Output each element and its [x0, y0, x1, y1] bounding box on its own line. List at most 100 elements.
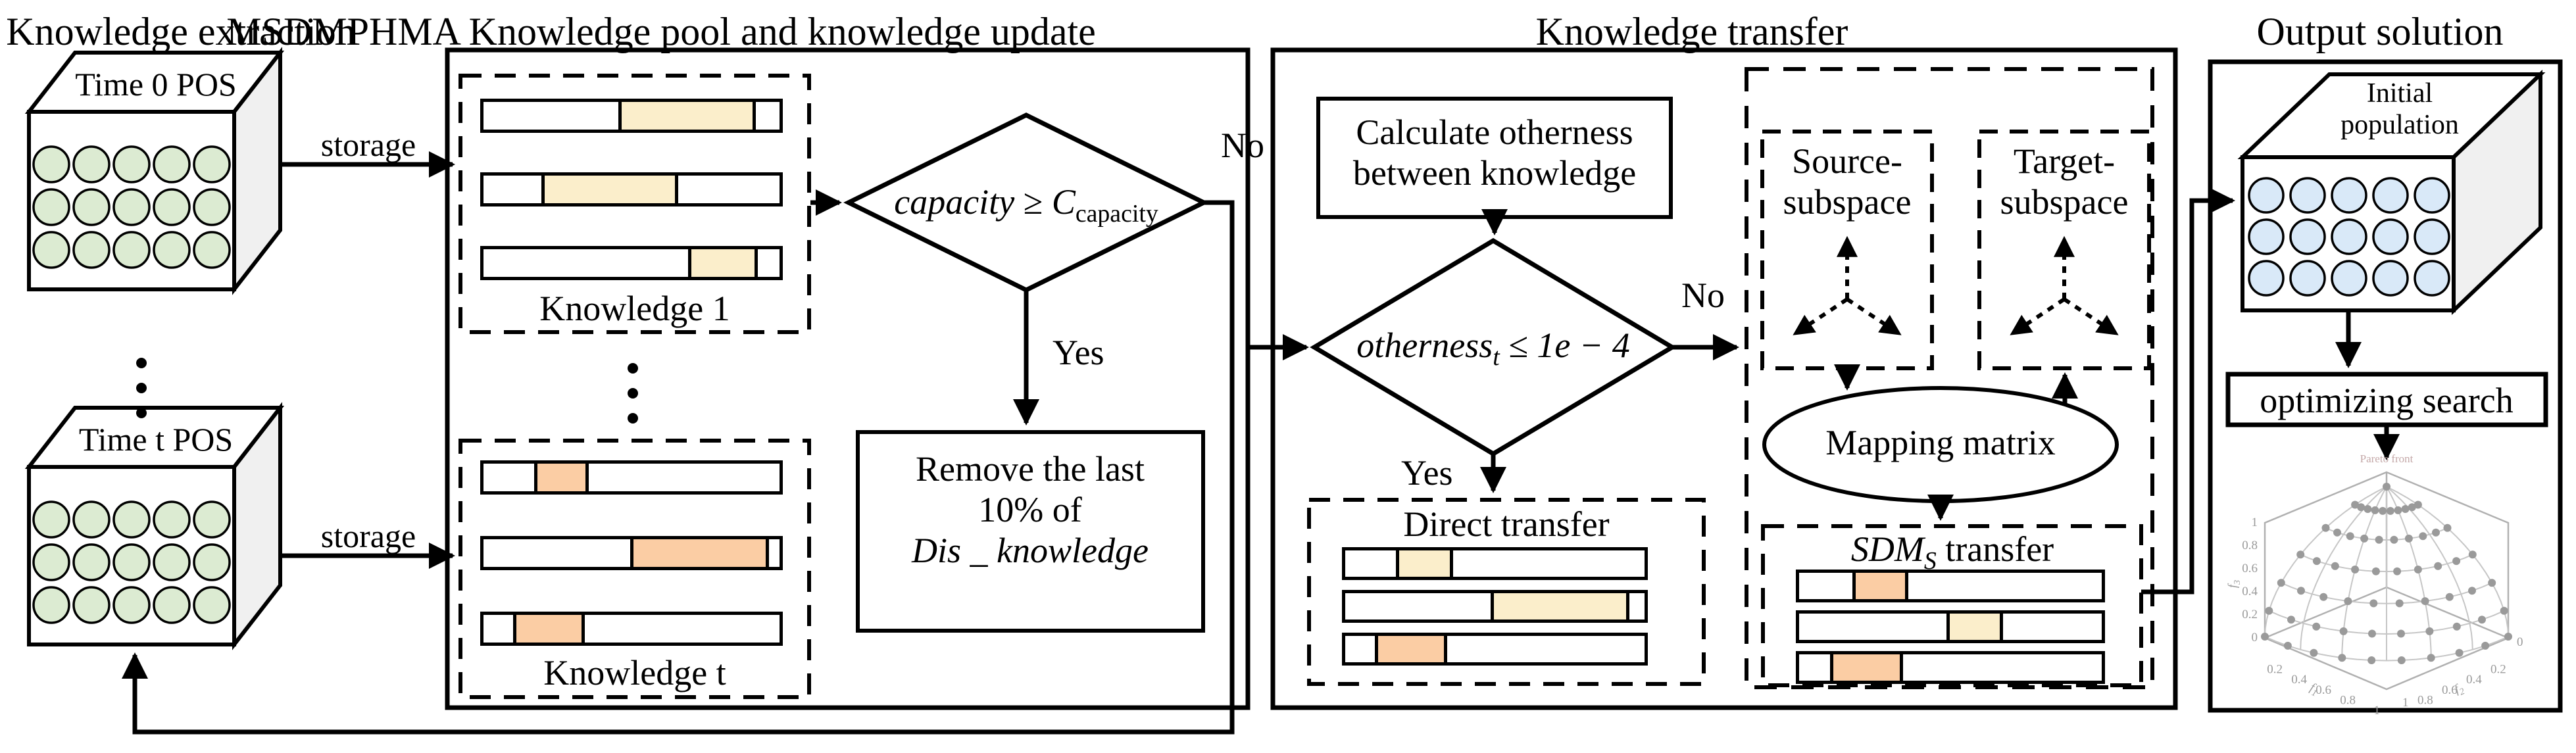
bar-segment [1905, 573, 2102, 599]
bar-segment [483, 249, 688, 277]
source-subspace-label: Source- subspace [1765, 141, 1929, 222]
otherness-yes-label: Yes [1401, 453, 1453, 493]
initial-line-1: Initial [2366, 78, 2433, 109]
pool-ellipsis-icon [628, 363, 638, 424]
otherness-lhs: otherness [1356, 326, 1493, 365]
svg-text:0.6: 0.6 [2442, 683, 2458, 697]
bar-segment [1491, 593, 1627, 619]
remove-line-3: Dis _ knowledge [912, 531, 1149, 571]
initial-line-2: population [2341, 110, 2459, 141]
remove-box [856, 430, 1205, 633]
knowledget-dashed-box [458, 439, 811, 699]
target-subspace-axes-icon [2010, 235, 2119, 336]
knowledge1-bar-2 [480, 172, 783, 206]
source-line-2: subspace [1783, 182, 1912, 222]
svg-text:0: 0 [2252, 631, 2258, 644]
pareto-axis-ticks: 10.80.60.40.200.20.40.60.810.20.40.60.80… [2226, 516, 2523, 717]
svg-text:1: 1 [2374, 704, 2381, 717]
pool-section-title: MSDMPHMA Knowledge pool and knowledge up… [226, 10, 1096, 53]
timet-pos-cube [24, 402, 285, 650]
timet-population-circles [32, 500, 231, 624]
bar-segment [1799, 614, 1947, 640]
bar-segment [513, 615, 582, 643]
storage-label-top: storage [320, 126, 416, 163]
bar-segment [1946, 614, 2000, 640]
sdm-bar-1 [1796, 570, 2105, 602]
sdm-name: SDM [1850, 529, 1924, 569]
bar-segment [585, 464, 780, 491]
capacity-op: ≥ [1014, 182, 1052, 222]
pareto-plot-title: Pareto front [2360, 452, 2414, 465]
svg-text:0.2: 0.2 [2490, 663, 2506, 677]
svg-text:1: 1 [2252, 516, 2258, 529]
bar-segment [687, 249, 755, 277]
bar-segment [1852, 573, 1906, 599]
target-line-1: Target- [2013, 141, 2116, 181]
capacity-no-label: No [1221, 126, 1264, 165]
bar-segment [1899, 654, 2102, 681]
bar-segment [1626, 593, 1645, 619]
pareto-front-scatter [2261, 483, 2512, 664]
direct-bar-1 [1342, 547, 1648, 580]
optimizing-search-box [2225, 372, 2548, 427]
calc-line-1: Calculate otherness [1356, 112, 1633, 152]
capacity-var-sub: capacity [1075, 199, 1158, 228]
sdm-bar-3 [1796, 651, 2105, 684]
bar-segment [1345, 550, 1397, 577]
knowledget-bar-3 [480, 612, 783, 646]
optimizing-search-label: optimizing search [2260, 381, 2514, 420]
svg-text:0: 0 [2517, 635, 2523, 649]
target-subspace-dashed-box [1977, 130, 2151, 370]
calc-otherness-text: Calculate otherness between knowledge [1324, 112, 1666, 193]
mapping-matrix-label: Mapping matrix [1825, 423, 2056, 462]
otherness-diamond-text: othernesst ≤ 1e − 4 [1356, 325, 1630, 372]
svg-text:0.4: 0.4 [2466, 673, 2482, 687]
bar-segment [483, 102, 619, 130]
transfer-section-box [1270, 47, 2178, 710]
capacity-diamond-text: capacity ≥ Ccapacity [894, 182, 1158, 228]
direct-bar-3 [1342, 633, 1648, 666]
svg-text:0.2: 0.2 [2267, 663, 2283, 677]
bar-segment [483, 176, 542, 203]
bar-segment [1999, 614, 2102, 640]
cubes-ellipsis-icon [136, 358, 147, 418]
bar-segment [1829, 654, 1900, 681]
sdm-to-output-path [2141, 187, 2235, 595]
svg-text:1: 1 [2402, 696, 2409, 710]
bar-segment [541, 176, 676, 203]
svg-text:0.2: 0.2 [2242, 608, 2258, 621]
timet-cube-label: Time t POS [78, 421, 234, 458]
bar-segment [755, 249, 780, 277]
bar-segment [483, 615, 513, 643]
bar-segment [766, 539, 780, 567]
knowledget-bar-1 [480, 460, 783, 495]
direct-bar-2 [1342, 590, 1648, 623]
svg-text:0.8: 0.8 [2417, 693, 2433, 707]
storage-label-bottom: storage [320, 518, 416, 554]
bar-segment [1799, 654, 1830, 681]
capacity-yes-label: Yes [1053, 333, 1104, 372]
knowledge1-bar-3 [480, 246, 783, 280]
capacity-lhs: capacity [894, 182, 1015, 222]
knowledge1-bar-1 [480, 99, 783, 133]
calc-line-2: between knowledge [1352, 153, 1637, 193]
bar-segment [581, 615, 780, 643]
bar-segment [483, 539, 630, 567]
svg-text:0.8: 0.8 [2242, 539, 2258, 552]
time0-pos-cube [24, 47, 285, 295]
svg-text:f3: f3 [2226, 580, 2242, 588]
direct-transfer-dashed-box [1307, 498, 1706, 686]
bar-segment [618, 102, 753, 130]
transfer-section-title: Knowledge transfer [1535, 10, 1848, 53]
bar-segment [1345, 636, 1375, 662]
direct-transfer-label: Direct transfer [1403, 504, 1610, 544]
time0-population-circles [32, 145, 231, 269]
time0-cube-label: Time 0 POS [75, 66, 237, 103]
target-subspace-label: Target- subspace [1982, 141, 2146, 222]
svg-text:0.4: 0.4 [2291, 673, 2307, 687]
pool-section-box [445, 47, 1251, 710]
otherness-sub: t [1493, 343, 1500, 371]
remove-line-2: 10% of [978, 490, 1082, 530]
